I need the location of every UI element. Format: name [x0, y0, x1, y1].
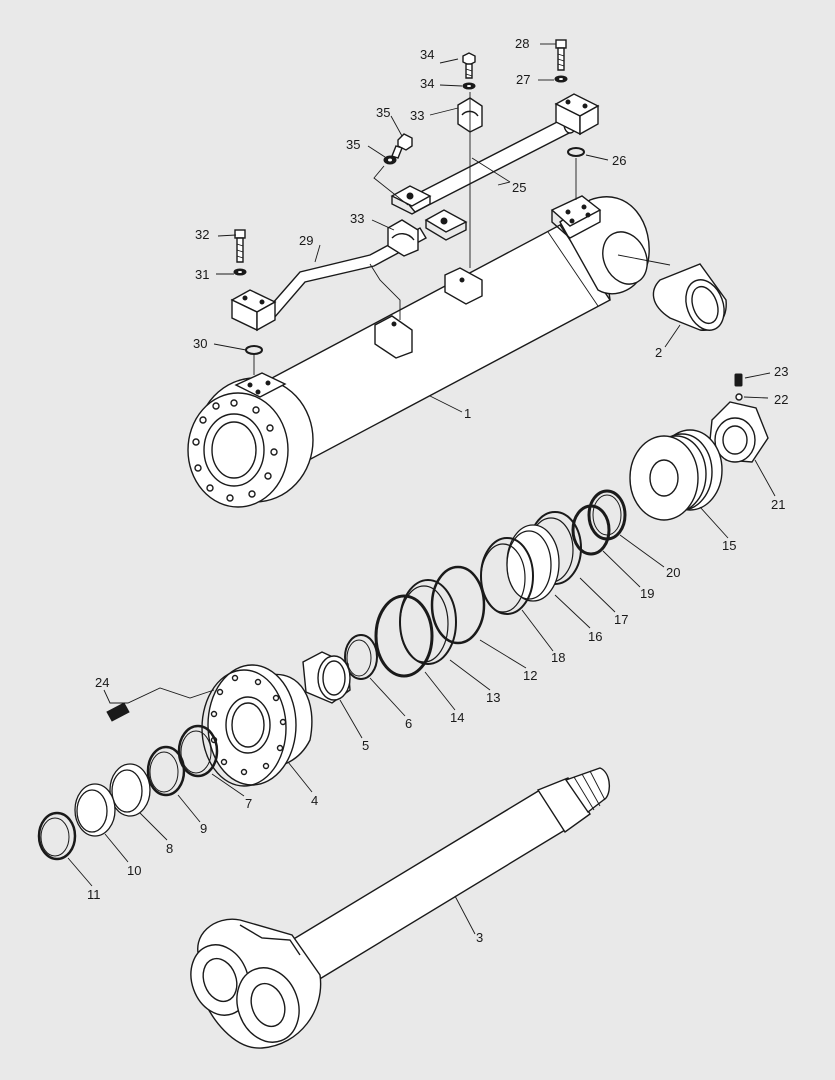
cylinder-tube — [187, 195, 650, 508]
callout-11: 11 — [87, 887, 101, 902]
washer-34-top — [462, 82, 476, 90]
rod-cover-bolt-holes — [210, 674, 287, 776]
piston-rod — [190, 767, 611, 1049]
callout-13: 13 — [486, 690, 500, 705]
steel-ball-22 — [735, 393, 743, 401]
callout-31: 31 — [195, 267, 209, 282]
callout-22: 22 — [774, 392, 788, 407]
callout-25: 25 — [512, 180, 526, 195]
bolt-35-side — [391, 133, 413, 159]
callout-17: 17 — [614, 612, 628, 627]
callout-27: 27 — [516, 72, 530, 87]
callout-32: 32 — [195, 227, 209, 242]
callout-28: 28 — [515, 36, 529, 51]
snap-ring-6 — [344, 634, 378, 680]
callout-2: 2 — [655, 345, 662, 360]
leader-lines — [67, 43, 776, 935]
washer-31 — [233, 268, 247, 276]
snap-ring-9 — [146, 745, 186, 797]
pipe-block-front — [230, 289, 277, 332]
callout-26: 26 — [612, 153, 626, 168]
seal-ring-12 — [430, 565, 486, 645]
callout-21: 21 — [771, 497, 785, 512]
seal-ring-19 — [571, 504, 611, 556]
set-screw-24 — [106, 702, 130, 722]
callout-35-side: 35 — [376, 105, 390, 120]
callout-5: 5 — [362, 738, 369, 753]
callout-24: 24 — [95, 675, 109, 690]
pipe-short — [263, 227, 427, 319]
flange-bolt-holes — [192, 399, 278, 502]
pipe-clamp-lower — [387, 219, 419, 257]
callout-8: 8 — [166, 841, 173, 856]
callout-29: 29 — [299, 233, 313, 248]
pipe-block-rear — [554, 93, 600, 136]
callout-10: 10 — [127, 863, 141, 878]
callout-23: 23 — [774, 364, 788, 379]
callout-4: 4 — [311, 793, 318, 808]
callouts: 34 34 33 28 27 26 25 35 35 33 32 29 31 3… — [87, 36, 788, 945]
callout-15: 15 — [722, 538, 736, 553]
callout-6: 6 — [405, 716, 412, 731]
callout-3: 3 — [476, 930, 483, 945]
set-screw-23 — [734, 373, 743, 387]
callout-12: 12 — [523, 668, 537, 683]
bolt-28 — [555, 39, 567, 71]
rod-cover — [201, 664, 313, 787]
callout-33-side: 33 — [350, 211, 364, 226]
dust-seal-7 — [177, 724, 219, 778]
backup-ring-13 — [399, 579, 457, 665]
snap-ring-11 — [37, 811, 77, 861]
callout-19: 19 — [640, 586, 654, 601]
clamp-base-right — [444, 267, 483, 305]
o-ring-26 — [567, 147, 585, 157]
callout-1: 1 — [464, 406, 471, 421]
bolt-35-top — [462, 52, 476, 79]
wear-ring-18 — [480, 537, 534, 615]
callout-7: 7 — [245, 796, 252, 811]
bushing — [652, 263, 727, 331]
callout-34-side: 35 — [346, 137, 360, 152]
callout-9: 9 — [200, 821, 207, 836]
callout-16: 16 — [588, 629, 602, 644]
callout-20: 20 — [666, 565, 680, 580]
backup-ring-10 — [74, 783, 116, 837]
o-ring-14 — [374, 594, 434, 678]
callout-14: 14 — [450, 710, 464, 725]
callout-33-top: 33 — [410, 108, 424, 123]
washer-27 — [554, 75, 568, 83]
clamp-base-left — [374, 315, 413, 359]
callout-35-top: 34 — [420, 47, 434, 62]
seal-ring-20 — [587, 489, 627, 541]
callout-30: 30 — [193, 336, 207, 351]
piston — [629, 429, 723, 521]
callout-18: 18 — [551, 650, 565, 665]
callout-34-top: 34 — [420, 76, 434, 91]
bolt-32 — [234, 229, 246, 263]
seal-16 — [506, 524, 560, 602]
o-ring-30 — [245, 345, 263, 355]
washer-34-side — [383, 155, 397, 165]
bushing-5 — [302, 651, 351, 704]
seal-8 — [109, 763, 151, 817]
